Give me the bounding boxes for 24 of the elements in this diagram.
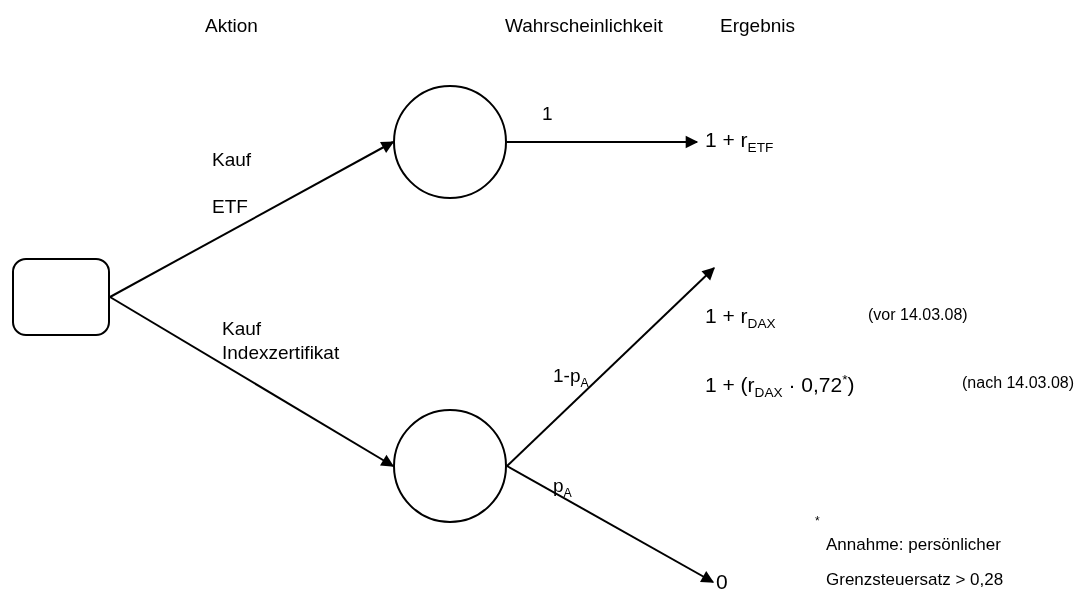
outcome-formula: 1 + (r$_{DAX}$ · 0,72$^{*}$) xyxy=(705,372,855,401)
chance-circle xyxy=(393,409,507,523)
chance-circle xyxy=(393,85,507,199)
column-heading: Wahrscheinlichkeit xyxy=(505,15,663,37)
outcome-formula: 1 + r$_{DAX}$ xyxy=(705,304,776,332)
edge-label: Kauf ETF xyxy=(212,148,253,219)
footnote-mark: * xyxy=(815,514,820,528)
edge-label: Kauf Indexzertifikat xyxy=(222,317,341,365)
outcome-formula: 0 xyxy=(716,570,728,594)
outcome-formula: 1 + r$_{ETF}$ xyxy=(705,128,774,156)
arrow xyxy=(506,135,699,149)
edge-label: 1-p$_{A}$ xyxy=(553,364,590,392)
arrow xyxy=(109,141,395,298)
edge-label: 1 xyxy=(542,102,554,126)
footnote: Annahme: persönlicher Grenzsteuersatz > 0,28 xyxy=(826,534,1005,591)
arrow xyxy=(506,465,715,583)
date-note: (vor 14.03.08) xyxy=(868,306,968,324)
arrow xyxy=(506,267,715,467)
date-note: (nach 14.03.08) xyxy=(962,374,1075,392)
edge-label: p$_{A}$ xyxy=(553,474,573,502)
column-heading: Ergebnis xyxy=(720,15,795,37)
arrow xyxy=(109,296,395,467)
decision-box xyxy=(12,258,110,336)
column-heading: Aktion xyxy=(205,15,258,37)
